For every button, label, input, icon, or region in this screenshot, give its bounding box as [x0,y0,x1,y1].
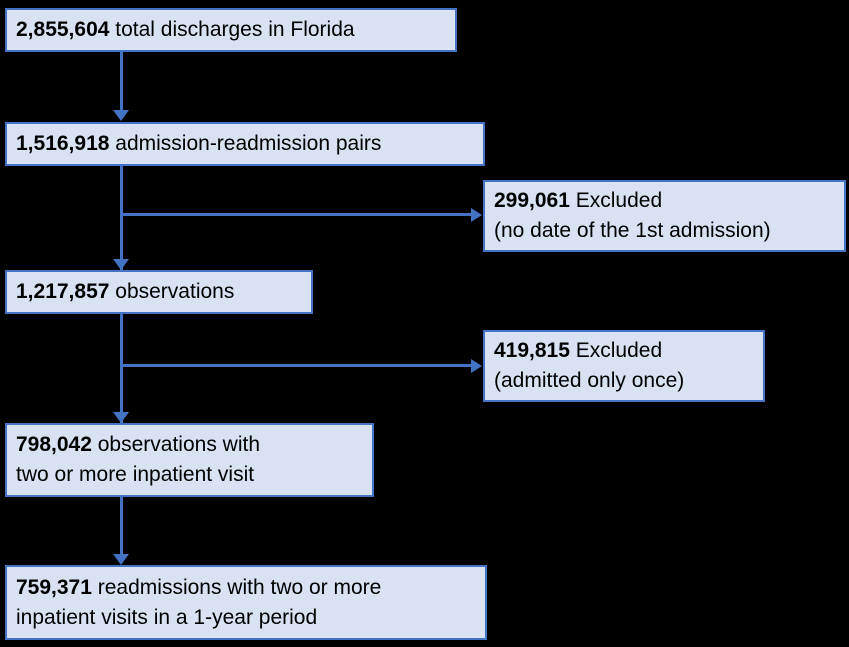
connector-observations-to-observations-two-plus [120,314,123,423]
node-readmissions-one-year-label: readmissions with two or more [91,575,382,599]
node-observations-count: 1,217,857 [16,280,110,303]
node-observations-label: observations [109,280,235,303]
node-observations-text: 1,217,857 observations [16,278,234,306]
node-observations: 1,217,857 observations [5,270,313,314]
node-observations-two-or-more-visits-label-line2: two or more inpatient visit [16,463,255,486]
node-admission-readmission-pairs: 1,516,918 admission-readmission pairs [5,122,485,166]
node-readmissions-one-year: 759,371 readmissions with two or more inp… [5,565,487,640]
node-observations-two-or-more-visits-label: observations with [91,433,261,456]
node-excluded-no-admission-date: 299,061 Excluded (no date of the 1st admi… [483,180,846,252]
arrowhead-down-to-readmissions [113,554,129,565]
arrowhead-right-to-excluded-once [471,359,482,373]
node-observations-two-or-more-visits: 798,042 observations with two or more inp… [5,423,374,497]
node-total-discharges-count: 2,855,604 [16,18,110,41]
node-total-discharges: 2,855,604 total discharges in Florida [5,8,457,52]
node-observations-two-or-more-visits-count: 798,042 [16,433,92,456]
node-excluded-no-admission-date-text: 299,061 Excluded (no date of the 1st admi… [494,186,771,246]
node-readmissions-one-year-text: 759,371 readmissions with two or more inp… [16,573,381,633]
node-excluded-admitted-once: 419,815 Excluded (admitted only once) [483,330,765,402]
arrowhead-down-to-pairs [113,110,129,121]
node-observations-two-or-more-visits-text: 798,042 observations with two or more inp… [16,430,260,490]
node-admission-readmission-pairs-label: admission-readmission pairs [109,132,382,155]
connector-branch-to-excluded-no-date [121,213,473,216]
arrowhead-down-to-observations [113,259,129,270]
node-total-discharges-label: total discharges in Florida [109,18,355,41]
arrowhead-down-to-observations-two-plus [113,412,129,423]
node-excluded-admitted-once-label: Excluded [569,339,663,362]
node-admission-readmission-pairs-count: 1,516,918 [16,132,110,155]
node-excluded-admitted-once-label-line2: (admitted only once) [494,369,685,392]
node-excluded-no-admission-date-count: 299,061 [494,189,570,212]
arrowhead-right-to-excluded-no-date [471,208,482,222]
node-excluded-admitted-once-count: 419,815 [494,339,570,362]
connector-branch-to-excluded-once [121,364,473,367]
connector-pairs-to-observations [120,166,123,270]
node-readmissions-one-year-label-line2: inpatient visits in a 1-year period [16,605,318,629]
node-admission-readmission-pairs-text: 1,516,918 admission-readmission pairs [16,130,381,158]
node-excluded-no-admission-date-label: Excluded [569,189,663,212]
node-readmissions-one-year-count: 759,371 [16,575,92,599]
node-excluded-no-admission-date-label-line2: (no date of the 1st admission) [494,219,771,242]
connector-observations-two-plus-to-readmissions [120,497,123,555]
connector-total-to-pairs [120,52,123,112]
node-total-discharges-text: 2,855,604 total discharges in Florida [16,16,355,44]
node-excluded-admitted-once-text: 419,815 Excluded (admitted only once) [494,336,684,396]
